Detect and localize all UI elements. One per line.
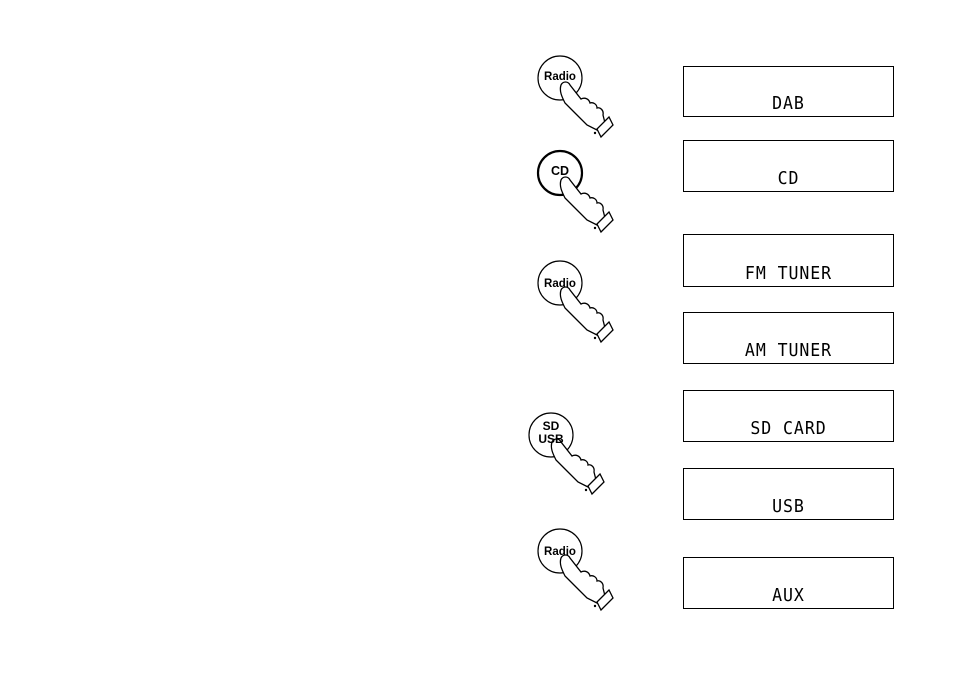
hand-press-icon [535,258,625,348]
radio-button-1[interactable]: Radio [535,53,625,143]
button-label: Radio [544,71,576,83]
button-label: Radio [544,278,576,290]
cd-button[interactable]: CD [535,148,625,238]
lcd-display-aux: AUX [683,557,894,609]
lcd-text: SD CARD [692,418,884,439]
lcd-text: DAB [692,93,884,114]
lcd-text: FM TUNER [692,263,884,284]
lcd-display-sd-card: SD CARD [683,390,894,442]
button-label-line2: USB [530,433,572,446]
hand-press-icon [535,53,625,143]
lcd-display-fm-tuner: FM TUNER [683,234,894,287]
sd-usb-button[interactable]: SD USB [526,410,616,500]
button-label: CD [551,164,569,178]
radio-button-3[interactable]: Radio [535,526,625,616]
lcd-display-cd: CD [683,140,894,192]
hand-press-icon [535,148,625,238]
lcd-display-am-tuner: AM TUNER [683,312,894,364]
radio-button-2[interactable]: Radio [535,258,625,348]
lcd-text: USB [692,496,884,517]
lcd-text: AM TUNER [692,340,884,361]
lcd-display-usb: USB [683,468,894,520]
hand-press-icon [535,526,625,616]
lcd-display-dab: DAB [683,66,894,117]
button-label: Radio [544,546,576,558]
lcd-text: AUX [692,585,884,606]
lcd-text: CD [692,168,884,189]
